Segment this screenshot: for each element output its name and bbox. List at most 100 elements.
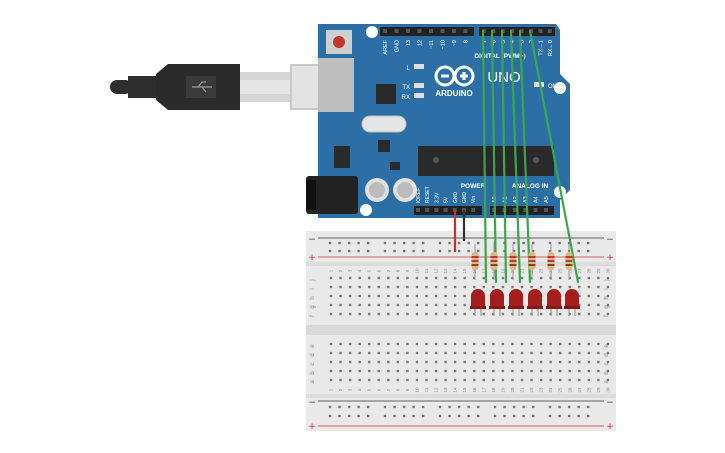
- breadboard-hole[interactable]: [329, 294, 333, 298]
- breadboard-hole[interactable]: [339, 303, 342, 307]
- rail-hole[interactable]: [438, 249, 442, 253]
- breadboard-hole[interactable]: [377, 285, 380, 289]
- breadboard-hole[interactable]: [530, 351, 533, 355]
- led[interactable]: [564, 289, 580, 316]
- rail-hole[interactable]: [493, 405, 497, 409]
- header-pin[interactable]: [463, 29, 468, 33]
- header-pin[interactable]: [519, 29, 524, 33]
- breadboard-hole[interactable]: [492, 276, 495, 280]
- rail-hole[interactable]: [438, 414, 442, 418]
- breadboard-hole[interactable]: [520, 351, 524, 355]
- breadboard-hole[interactable]: [568, 351, 571, 355]
- breadboard-hole[interactable]: [549, 369, 552, 373]
- header-pin[interactable]: [416, 208, 420, 212]
- breadboard-hole[interactable]: [377, 369, 380, 373]
- breadboard-hole[interactable]: [387, 369, 390, 373]
- breadboard-hole[interactable]: [606, 342, 610, 346]
- rail-hole[interactable]: [338, 241, 341, 245]
- breadboard-hole[interactable]: [329, 369, 333, 373]
- breadboard-hole[interactable]: [387, 360, 390, 364]
- breadboard-hole[interactable]: [473, 312, 476, 316]
- breadboard-hole[interactable]: [396, 276, 400, 280]
- breadboard-hole[interactable]: [329, 351, 333, 355]
- breadboard-hole[interactable]: [539, 285, 543, 289]
- breadboard-hole[interactable]: [511, 369, 514, 373]
- breadboard-hole[interactable]: [530, 285, 533, 289]
- breadboard-hole[interactable]: [444, 303, 447, 307]
- rail-hole[interactable]: [347, 405, 351, 409]
- breadboard-hole[interactable]: [559, 285, 562, 289]
- breadboard-hole[interactable]: [463, 285, 466, 289]
- breadboard-hole[interactable]: [387, 312, 390, 316]
- breadboard-hole[interactable]: [453, 351, 457, 355]
- breadboard-hole[interactable]: [329, 378, 333, 382]
- breadboard-hole[interactable]: [425, 351, 428, 355]
- breadboard-hole[interactable]: [463, 360, 466, 364]
- breadboard-hole[interactable]: [568, 342, 571, 346]
- breadboard-hole[interactable]: [377, 312, 380, 316]
- breadboard-hole[interactable]: [425, 360, 428, 364]
- breadboard-hole[interactable]: [453, 360, 457, 364]
- breadboard-hole[interactable]: [482, 351, 485, 355]
- breadboard-hole[interactable]: [329, 342, 333, 346]
- breadboard-hole[interactable]: [453, 285, 457, 289]
- breadboard-hole[interactable]: [358, 378, 361, 382]
- rail-hole[interactable]: [383, 405, 387, 409]
- breadboard-hole[interactable]: [453, 312, 457, 316]
- rail-hole[interactable]: [422, 249, 425, 253]
- breadboard-hole[interactable]: [520, 369, 524, 373]
- breadboard-hole[interactable]: [559, 312, 562, 316]
- breadboard-hole[interactable]: [329, 303, 333, 307]
- breadboard-hole[interactable]: [568, 285, 571, 289]
- breadboard-hole[interactable]: [339, 312, 342, 316]
- breadboard-hole[interactable]: [587, 369, 591, 373]
- breadboard-hole[interactable]: [425, 342, 428, 346]
- breadboard-hole[interactable]: [463, 276, 466, 280]
- breadboard-hole[interactable]: [463, 342, 466, 346]
- breadboard-hole[interactable]: [377, 378, 380, 382]
- rail-hole[interactable]: [338, 414, 341, 418]
- breadboard-hole[interactable]: [339, 360, 342, 364]
- breadboard-hole[interactable]: [597, 312, 600, 316]
- breadboard-hole[interactable]: [597, 342, 600, 346]
- rail-hole[interactable]: [328, 249, 332, 253]
- resistor[interactable]: [490, 244, 498, 280]
- breadboard-hole[interactable]: [387, 351, 390, 355]
- breadboard-hole[interactable]: [501, 351, 505, 355]
- rail-hole[interactable]: [467, 405, 470, 409]
- header-pin[interactable]: [425, 208, 430, 212]
- breadboard-hole[interactable]: [396, 369, 400, 373]
- breadboard-hole[interactable]: [415, 285, 419, 289]
- breadboard-hole[interactable]: [501, 285, 505, 289]
- breadboard-hole[interactable]: [368, 285, 371, 289]
- rail-hole[interactable]: [577, 241, 580, 245]
- breadboard-hole[interactable]: [444, 369, 447, 373]
- breadboard-hole[interactable]: [329, 276, 333, 280]
- breadboard-hole[interactable]: [463, 369, 466, 373]
- led[interactable]: [546, 289, 562, 316]
- breadboard-hole[interactable]: [396, 342, 400, 346]
- rail-hole[interactable]: [587, 249, 590, 253]
- breadboard-hole[interactable]: [492, 360, 495, 364]
- breadboard-hole[interactable]: [444, 378, 447, 382]
- breadboard-hole[interactable]: [492, 369, 495, 373]
- breadboard-hole[interactable]: [453, 369, 457, 373]
- breadboard-hole[interactable]: [415, 294, 419, 298]
- breadboard-hole[interactable]: [482, 369, 485, 373]
- rail-hole[interactable]: [412, 249, 415, 253]
- breadboard-hole[interactable]: [406, 285, 409, 289]
- rail-hole[interactable]: [587, 405, 590, 409]
- rail-hole[interactable]: [357, 405, 360, 409]
- breadboard-hole[interactable]: [425, 294, 428, 298]
- breadboard-hole[interactable]: [492, 342, 495, 346]
- rail-hole[interactable]: [357, 249, 360, 253]
- rail-hole[interactable]: [367, 249, 370, 253]
- signal-wire[interactable]: [481, 29, 488, 284]
- rail-hole[interactable]: [457, 241, 461, 245]
- breadboard-hole[interactable]: [368, 351, 371, 355]
- breadboard-hole[interactable]: [444, 360, 447, 364]
- breadboard-hole[interactable]: [406, 378, 409, 382]
- rail-hole[interactable]: [402, 405, 406, 409]
- header-pin[interactable]: [471, 208, 476, 212]
- breadboard-hole[interactable]: [425, 378, 428, 382]
